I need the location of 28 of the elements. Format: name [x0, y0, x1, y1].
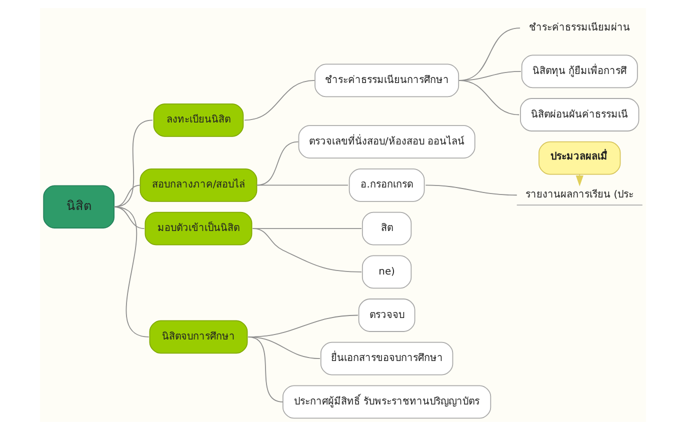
node-box: นิสิตผ่อนผันค่าธรรมเนี	[520, 98, 640, 132]
connector	[252, 228, 362, 229]
node-box: สอบกลางภาค/สอบไล่	[140, 168, 258, 202]
node-box: ลงทะเบียนนิสิต	[153, 103, 244, 137]
node-text: ชำระค่าธรรมเนียมผ่าน	[529, 22, 630, 34]
connector	[425, 184, 518, 196]
node-box: สิต	[362, 212, 412, 246]
node-box: นิสิตทุน กู้ยืมเพื่อการศึ	[521, 54, 638, 88]
connector	[252, 228, 362, 272]
connector	[114, 120, 153, 208]
connector	[458, 80, 520, 116]
node-box: ตรวจจบ	[358, 298, 416, 332]
connector	[114, 206, 150, 338]
node-box: นิสิต	[43, 185, 114, 229]
node-box: มอบตัวเข้าเป็นนิสิต	[144, 212, 252, 246]
node-box: ne)	[362, 255, 412, 289]
node-box: ยื่นเอกสารขอจบการศึกษา	[320, 342, 454, 376]
connector	[114, 184, 141, 208]
connector	[248, 336, 284, 402]
node-box: ตรวจเลขที่นั่งสอบ/ห้องสอบ ออนไลน์	[298, 125, 476, 159]
node-box: ประกาศผู้มีสิทธิ์ รับพระราชทานปริญญาบัตร	[282, 385, 492, 419]
node-box: อ.กรอกเกรด	[348, 168, 425, 202]
node-text: รายงานผลการเรียน (ประ	[526, 190, 634, 201]
node-box: ชำระค่าธรรมเนียนการศึกษา	[314, 64, 460, 98]
node-box: ประมวลผลเมื่	[538, 141, 621, 175]
connector	[256, 184, 348, 186]
node-box: นิสิตจบการศึกษา	[149, 320, 248, 354]
connector	[244, 80, 315, 121]
